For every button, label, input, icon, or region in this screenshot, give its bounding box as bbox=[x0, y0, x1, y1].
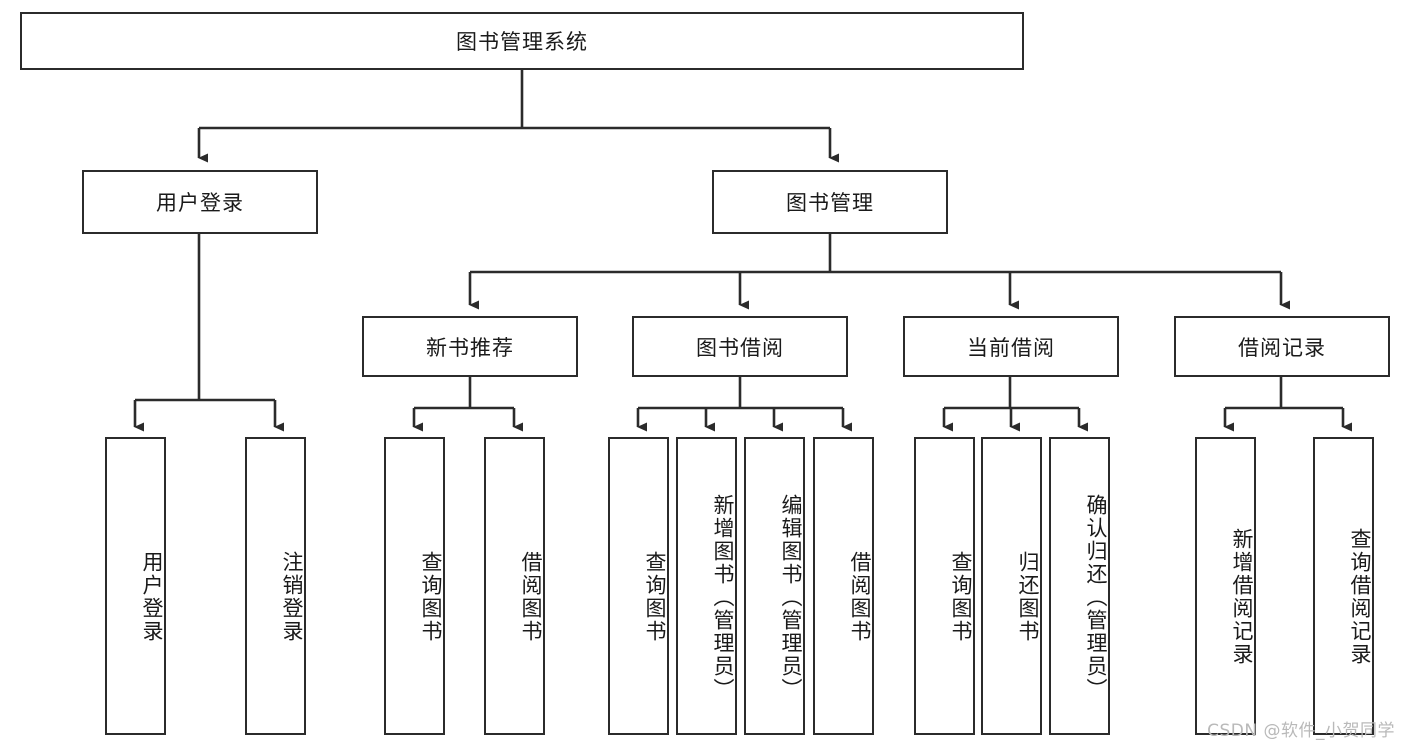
node-label: 借阅图书 bbox=[848, 551, 872, 643]
leaf-current-return-book[interactable]: 归还图书 bbox=[981, 437, 1042, 735]
node-current-borrow[interactable]: 当前借阅 bbox=[903, 316, 1119, 377]
node-book-management[interactable]: 图书管理 bbox=[712, 170, 948, 234]
node-label: 编辑图书（管理员） bbox=[779, 493, 803, 701]
leaf-recommend-borrow-book[interactable]: 借阅图书 bbox=[484, 437, 545, 735]
leaf-borrow-add-book-admin[interactable]: 新增图书（管理员） bbox=[676, 437, 737, 735]
node-user-login[interactable]: 用户登录 bbox=[82, 170, 318, 234]
node-label: 归还图书 bbox=[1016, 551, 1040, 643]
leaf-user-login-login[interactable]: 用户登录 bbox=[105, 437, 166, 735]
node-new-book-recommend[interactable]: 新书推荐 bbox=[362, 316, 578, 377]
node-label: 当前借阅 bbox=[967, 335, 1055, 360]
leaf-record-query-record[interactable]: 查询借阅记录 bbox=[1313, 437, 1374, 735]
node-label: 借阅记录 bbox=[1238, 335, 1326, 360]
node-label: 图书借阅 bbox=[696, 335, 784, 360]
leaf-borrow-borrow-book[interactable]: 借阅图书 bbox=[813, 437, 874, 735]
node-label: 借阅图书 bbox=[519, 551, 543, 643]
leaf-current-query-book[interactable]: 查询图书 bbox=[914, 437, 975, 735]
node-root-system[interactable]: 图书管理系统 bbox=[20, 12, 1024, 70]
leaf-recommend-query-book[interactable]: 查询图书 bbox=[384, 437, 445, 735]
leaf-current-confirm-return-admin[interactable]: 确认归还（管理员） bbox=[1049, 437, 1110, 735]
csdn-watermark: CSDN @软件_小贺同学 bbox=[1207, 721, 1395, 741]
leaf-borrow-query-book[interactable]: 查询图书 bbox=[608, 437, 669, 735]
node-label: 用户登录 bbox=[156, 191, 244, 215]
node-label: 查询借阅记录 bbox=[1348, 528, 1372, 666]
node-label: 注销登录 bbox=[280, 551, 304, 643]
node-label: 新增借阅记录 bbox=[1230, 528, 1254, 666]
node-label: 用户登录 bbox=[140, 551, 164, 643]
node-label: 查询图书 bbox=[419, 551, 443, 643]
node-label: 新书推荐 bbox=[426, 335, 514, 360]
leaf-user-login-logout[interactable]: 注销登录 bbox=[245, 437, 306, 735]
leaf-record-add-record[interactable]: 新增借阅记录 bbox=[1195, 437, 1256, 735]
node-book-borrow[interactable]: 图书借阅 bbox=[632, 316, 848, 377]
node-borrow-record[interactable]: 借阅记录 bbox=[1174, 316, 1390, 377]
node-label: 查询图书 bbox=[949, 551, 973, 643]
leaf-borrow-edit-book-admin[interactable]: 编辑图书（管理员） bbox=[744, 437, 805, 735]
node-label: 新增图书（管理员） bbox=[711, 493, 735, 701]
node-label: 查询图书 bbox=[643, 551, 667, 643]
node-label: 图书管理系统 bbox=[456, 30, 588, 54]
node-label: 确认归还（管理员） bbox=[1084, 493, 1108, 701]
node-label: 图书管理 bbox=[786, 191, 874, 215]
